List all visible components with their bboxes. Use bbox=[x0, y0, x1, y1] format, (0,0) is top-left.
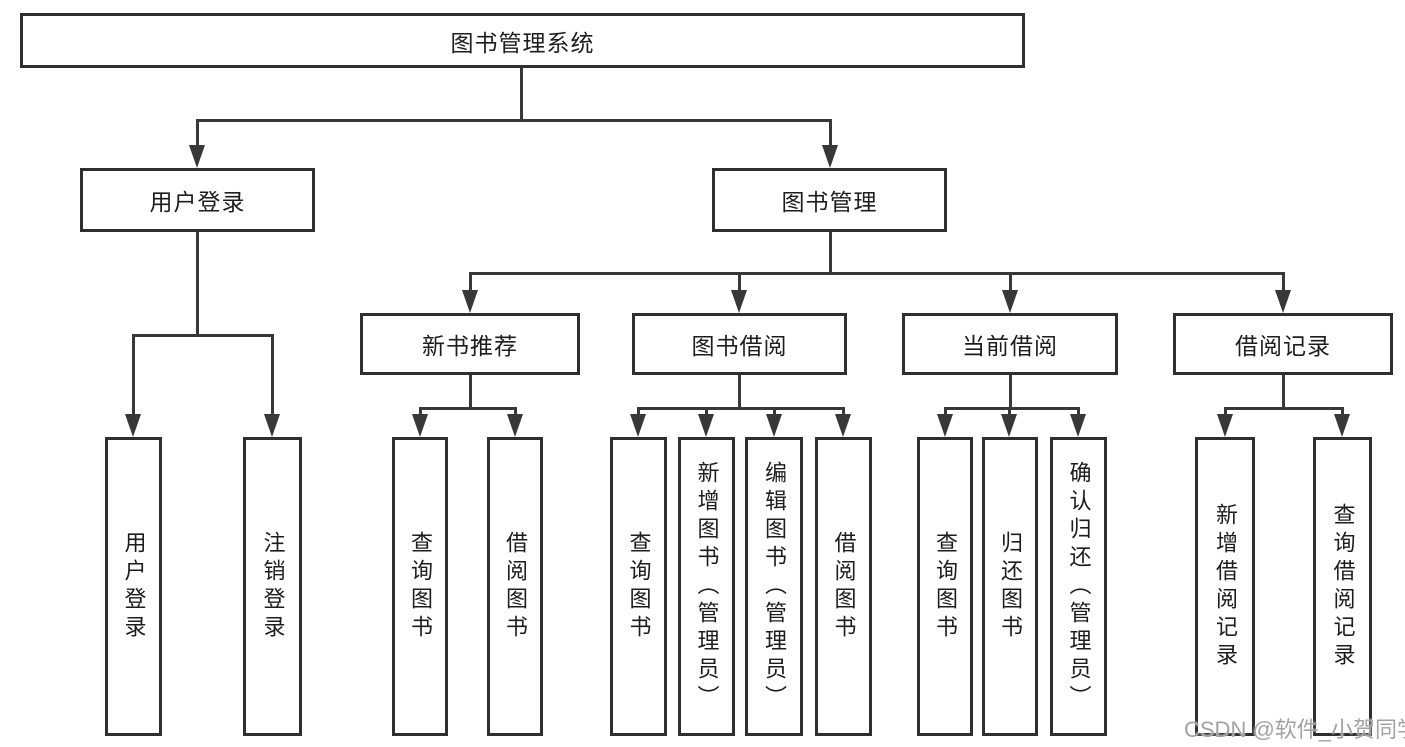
arrow-down-icon bbox=[1275, 290, 1291, 313]
leaf-search-books-recommend: 查询图书 bbox=[392, 437, 448, 736]
leaf-user-login-label: 用户登录 bbox=[121, 530, 147, 643]
connector-line bbox=[469, 375, 472, 410]
leaf-logout-login: 注销登录 bbox=[243, 437, 302, 736]
arrow-down-icon bbox=[822, 145, 838, 168]
connector-line bbox=[1009, 375, 1012, 410]
connector-line bbox=[196, 232, 199, 337]
node-new-book-recommend: 新书推荐 bbox=[360, 313, 580, 375]
connector-line bbox=[196, 119, 832, 122]
node-book-borrowing-label: 图书借阅 bbox=[691, 333, 788, 359]
leaf-search-borrow-record-label: 查询借阅记录 bbox=[1330, 502, 1356, 671]
connector-line bbox=[1341, 407, 1344, 417]
arrow-down-icon bbox=[1334, 414, 1350, 437]
watermark: CSDN @软件_小贺同学 bbox=[1184, 717, 1405, 742]
leaf-add-books-admin: 新增图书（管理员） bbox=[678, 437, 735, 736]
connector-line bbox=[1282, 272, 1285, 293]
connector-line bbox=[773, 407, 776, 417]
connector-line bbox=[132, 334, 274, 337]
connector-line bbox=[829, 232, 832, 275]
arrow-down-icon bbox=[1002, 290, 1018, 313]
leaf-borrow-books-recommend: 借阅图书 bbox=[487, 437, 543, 736]
node-borrowing-records-label: 借阅记录 bbox=[1235, 333, 1331, 359]
leaf-return-books-label: 归还图书 bbox=[998, 530, 1023, 643]
connector-line bbox=[944, 407, 947, 417]
leaf-edit-books-admin: 编辑图书（管理员） bbox=[745, 437, 803, 736]
node-new-book-recommend-label: 新书推荐 bbox=[422, 333, 518, 359]
leaf-borrow-books-recommend-label: 借阅图书 bbox=[503, 530, 528, 643]
connector-line bbox=[1224, 407, 1227, 417]
node-current-borrowing: 当前借阅 bbox=[902, 313, 1118, 375]
connector-line bbox=[419, 407, 422, 417]
leaf-search-books-recommend-label: 查询图书 bbox=[408, 530, 433, 643]
connector-line bbox=[520, 68, 523, 122]
connector-line bbox=[1009, 272, 1012, 293]
leaf-add-books-admin-label: 新增图书（管理员） bbox=[694, 460, 720, 713]
arrow-down-icon bbox=[189, 145, 205, 168]
arrow-down-icon bbox=[462, 290, 478, 313]
connector-line bbox=[829, 119, 832, 147]
arrow-down-icon bbox=[1001, 414, 1017, 437]
leaf-search-books-current: 查询图书 bbox=[917, 437, 973, 736]
leaf-borrow-books: 借阅图书 bbox=[815, 437, 872, 736]
arrow-down-icon bbox=[937, 414, 953, 437]
connector-line bbox=[271, 334, 274, 416]
arrow-down-icon bbox=[264, 414, 280, 437]
connector-line bbox=[514, 407, 517, 417]
arrow-down-icon bbox=[698, 414, 714, 437]
node-borrowing-records: 借阅记录 bbox=[1173, 313, 1393, 375]
connector-line bbox=[705, 407, 708, 417]
connector-line bbox=[469, 272, 472, 293]
leaf-search-books-current-label: 查询图书 bbox=[933, 530, 958, 643]
leaf-add-borrow-record: 新增借阅记录 bbox=[1195, 437, 1255, 736]
connector-line bbox=[944, 407, 1080, 410]
leaf-search-books-borrowing: 查询图书 bbox=[610, 437, 667, 736]
connector-line bbox=[637, 407, 640, 417]
leaf-edit-books-admin-label: 编辑图书（管理员） bbox=[762, 460, 787, 713]
arrow-down-icon bbox=[835, 414, 851, 437]
connector-line bbox=[738, 375, 741, 410]
node-book-borrowing: 图书借阅 bbox=[632, 313, 847, 375]
connector-line bbox=[1224, 407, 1344, 410]
leaf-user-login: 用户登录 bbox=[105, 437, 162, 736]
connector-line bbox=[469, 272, 1285, 275]
leaf-confirm-return-admin: 确认归还（管理员） bbox=[1050, 437, 1107, 736]
arrow-down-icon bbox=[630, 414, 646, 437]
arrow-down-icon bbox=[766, 414, 782, 437]
leaf-borrow-books-label: 借阅图书 bbox=[831, 530, 857, 643]
node-user-login-label: 用户登录 bbox=[149, 189, 246, 215]
leaf-return-books: 归还图书 bbox=[982, 437, 1038, 736]
node-library-system: 图书管理系统 bbox=[20, 13, 1025, 68]
arrow-down-icon bbox=[507, 414, 523, 437]
node-user-login: 用户登录 bbox=[80, 168, 315, 232]
connector-line bbox=[1077, 407, 1080, 417]
arrow-down-icon bbox=[1070, 414, 1086, 437]
leaf-confirm-return-admin-label: 确认归还（管理员） bbox=[1066, 460, 1092, 713]
arrow-down-icon bbox=[1217, 414, 1233, 437]
connector-line bbox=[196, 119, 199, 147]
node-book-management: 图书管理 bbox=[712, 168, 947, 232]
connector-line bbox=[419, 407, 517, 410]
leaf-search-books-borrowing-label: 查询图书 bbox=[626, 530, 652, 643]
leaf-add-borrow-record-label: 新增借阅记录 bbox=[1213, 502, 1238, 671]
node-book-management-label: 图书管理 bbox=[781, 189, 878, 215]
node-current-borrowing-label: 当前借阅 bbox=[962, 333, 1058, 359]
arrow-down-icon bbox=[412, 414, 428, 437]
connector-line bbox=[1282, 375, 1285, 410]
leaf-logout-login-label: 注销登录 bbox=[260, 530, 286, 643]
node-library-system-label: 图书管理系统 bbox=[450, 29, 595, 56]
connector-line bbox=[842, 407, 845, 417]
connector-line bbox=[132, 334, 135, 416]
connector-line bbox=[1008, 407, 1011, 417]
arrow-down-icon bbox=[125, 414, 141, 437]
connector-line bbox=[637, 407, 845, 410]
connector-line bbox=[738, 272, 741, 293]
leaf-search-borrow-record: 查询借阅记录 bbox=[1313, 437, 1372, 736]
arrow-down-icon bbox=[731, 290, 747, 313]
